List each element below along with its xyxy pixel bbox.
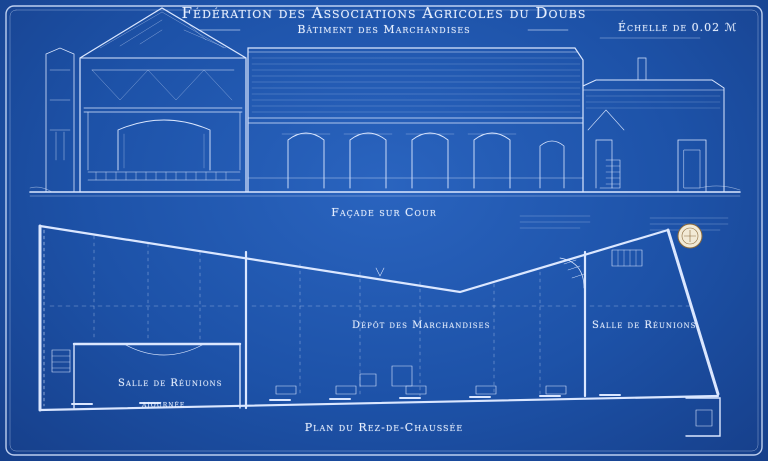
ground-floor-plan	[38, 224, 721, 437]
room-label-depot: Dépôt des Marchandises	[352, 320, 491, 331]
official-seal-icon	[677, 223, 703, 249]
scale-label: Échelle de 0.02 ℳ	[618, 21, 738, 34]
facade-label: Façade sur Cour	[331, 206, 437, 219]
room-label-salle-right: Salle de Réunions	[592, 320, 697, 331]
drawing-title: Fédération des Associations Agricoles du…	[181, 4, 587, 22]
plan-label: Plan du Rez-de-Chaussée	[304, 421, 464, 434]
room-label-salle-left: Salle de Réunions	[118, 378, 223, 389]
room-note-adjourned: ajournée	[142, 400, 186, 410]
facade-elevation	[29, 7, 741, 197]
drawing-subtitle: Bâtiment des Marchandises	[297, 23, 471, 36]
